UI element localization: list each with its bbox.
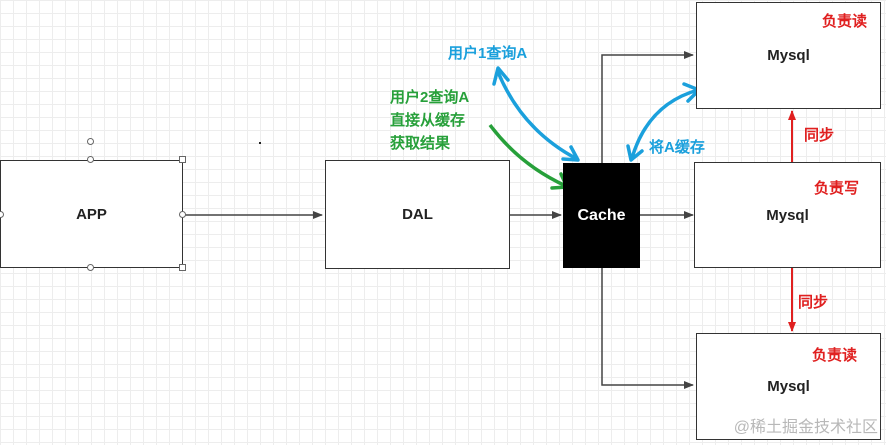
mysql-bot-node[interactable]: Mysql	[696, 333, 881, 440]
stray-dot	[259, 142, 261, 144]
cache-a-arrow	[630, 88, 699, 159]
mysql-bot-label: Mysql	[767, 378, 810, 395]
user2-query-arrow	[488, 123, 567, 188]
resize-handle-bottom-right[interactable]	[179, 264, 186, 271]
user1-query-arrow	[496, 71, 578, 161]
resize-handle-bottom[interactable]	[87, 264, 94, 271]
cache-to-mysql-top-arrow	[601, 51, 694, 163]
mysql-top-node[interactable]: Mysql	[696, 2, 881, 109]
mysql-mid-node[interactable]: Mysql	[694, 162, 881, 268]
user2-query-label-2: 直接从缓存	[390, 112, 466, 129]
cache-label: Cache	[577, 206, 626, 224]
app-node[interactable]: APP	[0, 160, 183, 268]
cache-node[interactable]: Cache	[563, 163, 640, 268]
rotate-handle[interactable]	[87, 138, 94, 145]
user2-query-label-1: 用户2查询A	[390, 89, 470, 106]
mysql-mid-label: Mysql	[766, 206, 809, 224]
user1-query-arrowhead-end	[561, 145, 580, 162]
cache-a-label: 将A缓存	[649, 139, 705, 156]
mysql-bot-role: 负责读	[812, 347, 858, 364]
app-label: APP	[76, 205, 107, 223]
user2-query-label-3: 获取结果	[390, 135, 451, 152]
dal-label: DAL	[402, 206, 433, 223]
user1-query-arrowhead-start	[492, 66, 510, 86]
resize-handle-top[interactable]	[87, 156, 94, 163]
user1-query-label: 用户1查询A	[448, 45, 528, 62]
cache-to-mysql-bot-arrow	[601, 268, 694, 389]
mysql-top-label: Mysql	[767, 47, 810, 64]
resize-handle-right[interactable]	[179, 211, 186, 218]
sync-label-upper: 同步	[804, 127, 835, 144]
sync-label-lower: 同步	[798, 294, 829, 311]
resize-handle-left[interactable]	[0, 211, 4, 218]
mysql-mid-role: 负责写	[814, 180, 860, 197]
cache-a-arrowhead-start	[626, 144, 644, 162]
watermark: @稀土掘金技术社区	[733, 419, 878, 436]
dal-node[interactable]: DAL	[325, 160, 510, 269]
resize-handle-top-right[interactable]	[179, 156, 186, 163]
mysql-top-role: 负责读	[822, 13, 868, 30]
